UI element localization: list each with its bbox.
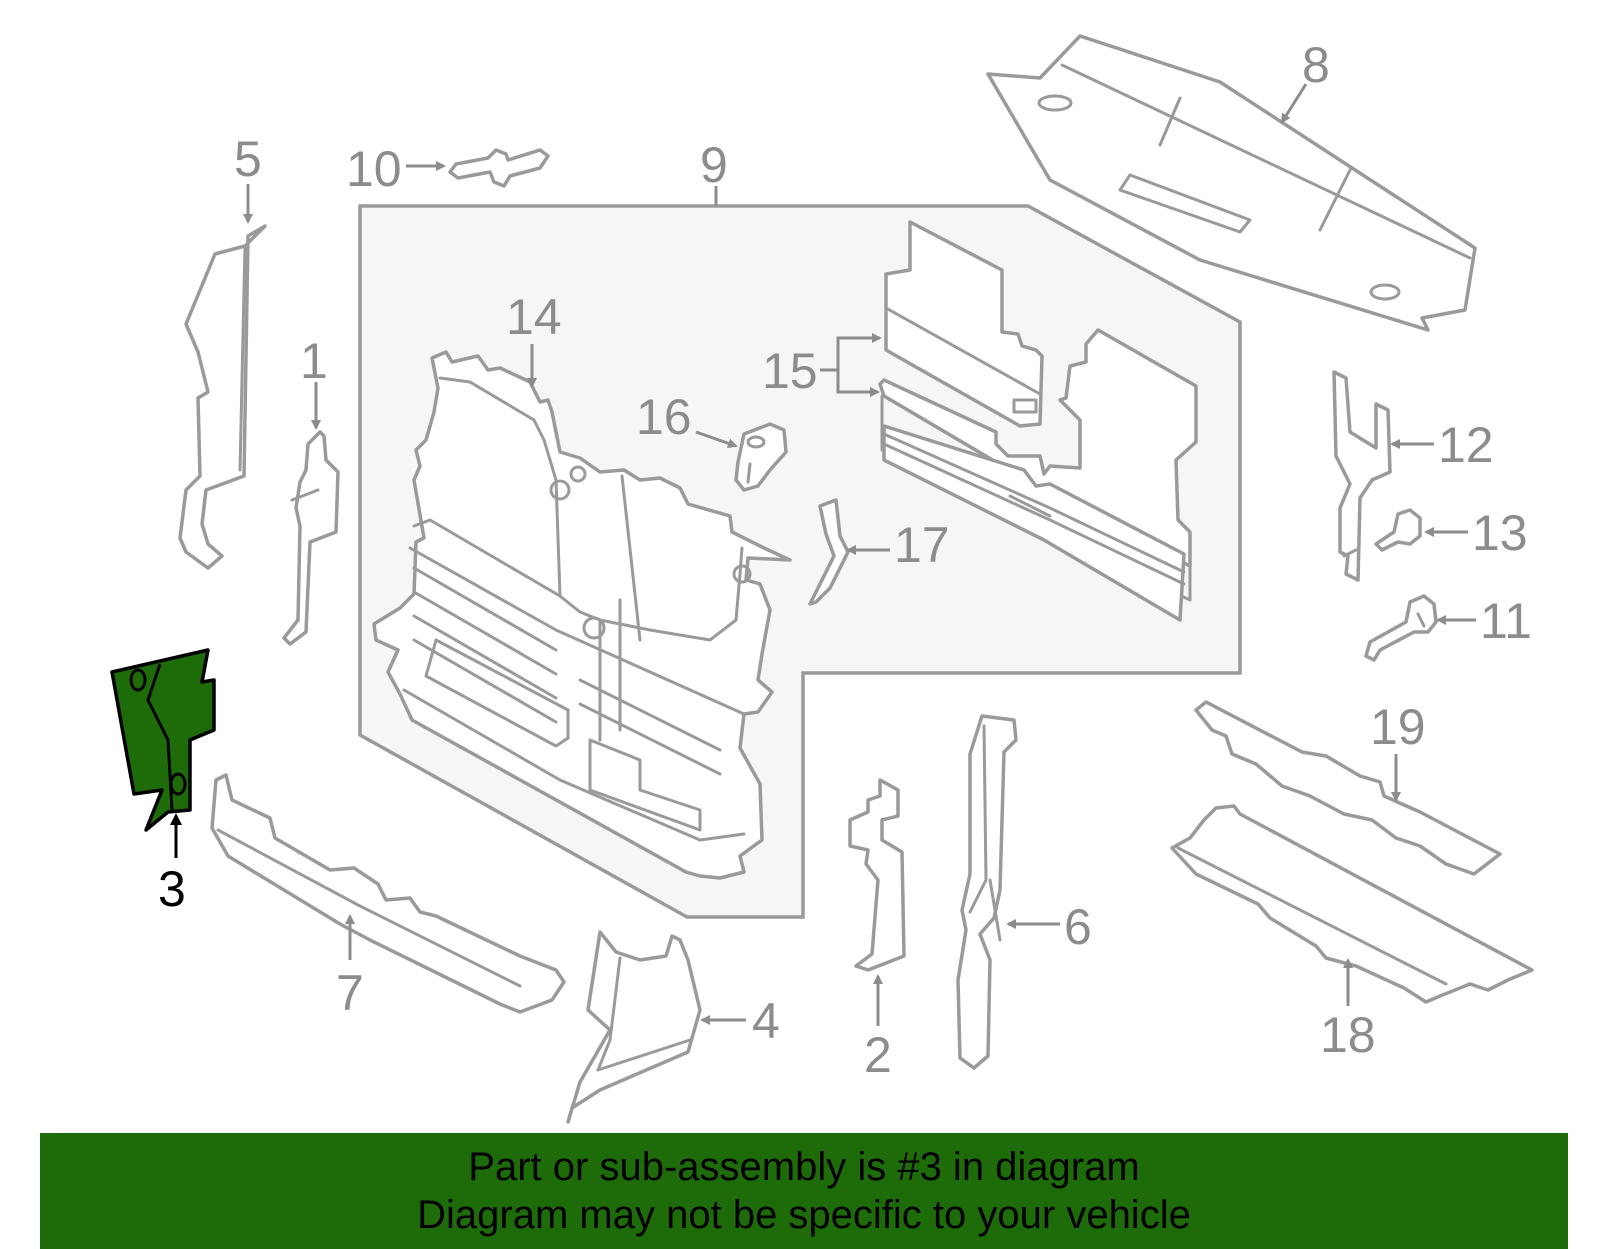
callout-3: 3 <box>158 861 186 917</box>
callout-14: 14 <box>506 289 562 345</box>
callout-16: 16 <box>636 389 692 445</box>
leader-16 <box>695 430 738 449</box>
part-18-lower-deflector[interactable] <box>1170 804 1534 1004</box>
info-banner: Part or sub-assembly is #3 in diagram Di… <box>40 1133 1568 1249</box>
callout-7: 7 <box>336 965 364 1021</box>
part-11-bolt[interactable] <box>1364 594 1438 662</box>
callout-4: 4 <box>752 993 780 1049</box>
part-1-side-bracket[interactable] <box>282 430 340 646</box>
part-15-deflector-panels[interactable] <box>878 220 1198 622</box>
part-6-side-bracket[interactable] <box>956 714 1018 1070</box>
leader-15a <box>820 333 882 372</box>
callout-6: 6 <box>1064 899 1092 955</box>
part-14-shutter-frame[interactable] <box>372 350 792 880</box>
callout-9: 9 <box>700 137 728 193</box>
leader-15b <box>836 370 880 397</box>
part-5-side-bracket[interactable] <box>178 224 267 570</box>
part-13-bolt[interactable] <box>1374 508 1422 552</box>
callout-19: 19 <box>1370 699 1426 755</box>
callout-18: 18 <box>1320 1007 1376 1063</box>
callout-10: 10 <box>346 141 402 197</box>
callout-12: 12 <box>1438 417 1494 473</box>
part-8-upper-cover[interactable] <box>986 34 1477 332</box>
part-12-support-bracket[interactable] <box>1332 370 1392 582</box>
banner-line-1: Part or sub-assembly is #3 in diagram <box>468 1145 1140 1189</box>
part-4-air-guide[interactable] <box>566 930 702 1124</box>
callout-1: 1 <box>300 333 328 389</box>
leader-8 <box>1280 83 1308 124</box>
callout-5: 5 <box>234 131 262 187</box>
callout-15: 15 <box>762 343 818 399</box>
callout-17: 17 <box>894 517 950 573</box>
part-3-highlighted[interactable] <box>110 648 216 832</box>
part-2-side-bracket[interactable] <box>848 778 906 972</box>
callout-11: 11 <box>1480 593 1532 649</box>
callout-2: 2 <box>864 1027 892 1083</box>
callout-13: 13 <box>1472 505 1528 561</box>
part-19-seal-strip[interactable] <box>1194 700 1502 876</box>
part-10-push-pin[interactable] <box>448 148 550 188</box>
banner-line-2: Diagram may not be specific to your vehi… <box>417 1193 1191 1237</box>
part-17-seal-strip[interactable] <box>808 498 850 606</box>
part-7-lower-deflector[interactable] <box>210 773 566 1014</box>
callout-8: 8 <box>1302 37 1330 93</box>
part-16-clip[interactable] <box>734 422 788 492</box>
